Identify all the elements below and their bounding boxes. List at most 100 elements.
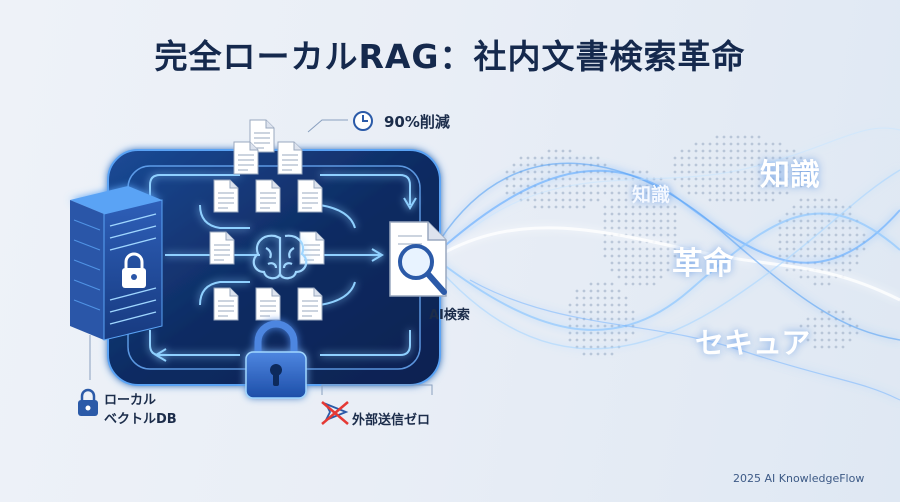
map-dot bbox=[778, 149, 782, 153]
map-dot bbox=[708, 177, 712, 181]
map-dot bbox=[820, 205, 824, 209]
map-dot bbox=[631, 317, 635, 321]
map-dot bbox=[610, 310, 614, 314]
map-dot bbox=[617, 254, 621, 258]
map-dot bbox=[855, 226, 859, 230]
map-dot bbox=[652, 282, 656, 286]
map-dot bbox=[575, 338, 579, 342]
map-dot bbox=[680, 163, 684, 167]
map-dot bbox=[848, 254, 852, 258]
map-dot bbox=[582, 156, 586, 160]
map-dot bbox=[582, 289, 586, 293]
map-dot bbox=[624, 261, 628, 265]
map-dot bbox=[806, 247, 810, 251]
map-dot bbox=[666, 226, 670, 230]
map-dot bbox=[617, 205, 621, 209]
map-dot bbox=[568, 198, 572, 202]
lock-icon bbox=[78, 388, 98, 416]
map-dot bbox=[687, 170, 691, 174]
map-dot bbox=[834, 233, 838, 237]
document-icon bbox=[297, 287, 323, 321]
map-dot bbox=[610, 282, 614, 286]
map-dot bbox=[617, 247, 621, 251]
map-dot bbox=[771, 191, 775, 195]
map-dot bbox=[750, 135, 754, 139]
map-dot bbox=[631, 212, 635, 216]
map-dot bbox=[680, 177, 684, 181]
map-dot bbox=[701, 149, 705, 153]
map-dot bbox=[827, 317, 831, 321]
map-dot bbox=[715, 170, 719, 174]
map-dot bbox=[610, 352, 614, 356]
map-dot bbox=[505, 191, 509, 195]
document-icon bbox=[209, 231, 235, 265]
map-dot bbox=[813, 247, 817, 251]
map-dot bbox=[715, 163, 719, 167]
map-dot bbox=[610, 240, 614, 244]
map-dot bbox=[764, 191, 768, 195]
map-dot bbox=[673, 226, 677, 230]
map-dot bbox=[806, 331, 810, 335]
map-dot bbox=[764, 156, 768, 160]
wave-word-knowledge-large: 知識 bbox=[760, 158, 820, 193]
map-dot bbox=[736, 184, 740, 188]
map-dot bbox=[806, 170, 810, 174]
map-dot bbox=[631, 254, 635, 258]
map-dot bbox=[764, 198, 768, 202]
map-dot bbox=[624, 184, 628, 188]
map-dot bbox=[666, 219, 670, 223]
map-dot bbox=[743, 170, 747, 174]
map-dot bbox=[715, 156, 719, 160]
map-dot bbox=[673, 163, 677, 167]
map-dot bbox=[799, 163, 803, 167]
map-dot bbox=[589, 345, 593, 349]
map-dot bbox=[554, 170, 558, 174]
map-dot bbox=[736, 191, 740, 195]
document-icon bbox=[213, 179, 239, 213]
map-dot bbox=[533, 177, 537, 181]
map-dot bbox=[652, 247, 656, 251]
map-dot bbox=[631, 219, 635, 223]
map-dot bbox=[715, 198, 719, 202]
map-dot bbox=[624, 275, 628, 279]
map-dot bbox=[526, 177, 530, 181]
map-dot bbox=[645, 212, 649, 216]
map-dot bbox=[624, 240, 628, 244]
map-dot bbox=[708, 198, 712, 202]
flowing-waves bbox=[439, 127, 900, 401]
map-dot bbox=[666, 198, 670, 202]
map-dot bbox=[687, 163, 691, 167]
map-dot bbox=[792, 177, 796, 181]
map-dot bbox=[561, 156, 565, 160]
map-dot bbox=[659, 205, 663, 209]
map-dot bbox=[771, 184, 775, 188]
map-dot bbox=[708, 142, 712, 146]
map-dot bbox=[841, 317, 845, 321]
map-dot bbox=[848, 240, 852, 244]
map-dot bbox=[841, 338, 845, 342]
map-dot bbox=[701, 156, 705, 160]
map-dot bbox=[533, 205, 537, 209]
map-dot bbox=[778, 163, 782, 167]
map-dot bbox=[785, 212, 789, 216]
map-dot bbox=[841, 261, 845, 265]
map-dot bbox=[596, 317, 600, 321]
map-dot bbox=[603, 352, 607, 356]
map-dot bbox=[827, 254, 831, 258]
map-dot bbox=[792, 149, 796, 153]
map-dot bbox=[673, 240, 677, 244]
map-dot bbox=[799, 331, 803, 335]
map-dot bbox=[603, 254, 607, 258]
map-dot bbox=[526, 170, 530, 174]
map-dot bbox=[848, 268, 852, 272]
map-dot bbox=[610, 317, 614, 321]
map-dot bbox=[596, 177, 600, 181]
map-dot bbox=[645, 226, 649, 230]
map-dot bbox=[568, 149, 572, 153]
map-dot bbox=[771, 198, 775, 202]
map-dot bbox=[834, 268, 838, 272]
map-dot bbox=[575, 296, 579, 300]
map-dot bbox=[820, 338, 824, 342]
map-dot bbox=[526, 198, 530, 202]
map-dot bbox=[841, 324, 845, 328]
